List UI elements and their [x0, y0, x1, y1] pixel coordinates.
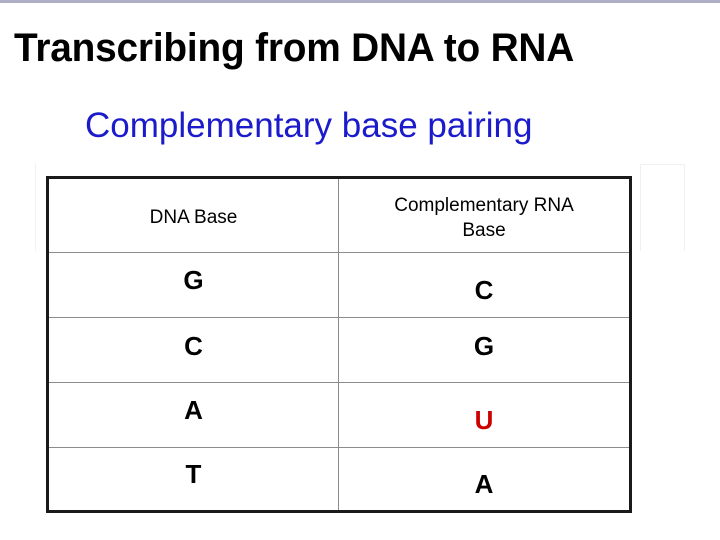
rna-base-value-highlighted: U: [474, 404, 494, 435]
cell-rna-base: U: [338, 382, 631, 448]
table-row: A U: [47, 382, 631, 448]
ghost-placeholder-box: [640, 164, 685, 251]
base-pairing-table: DNA Base Complementary RNA Base G C C: [46, 176, 632, 513]
rna-base-value: A: [474, 468, 494, 499]
cell-rna-base: A: [338, 447, 631, 512]
dna-base-value: A: [184, 394, 203, 425]
cell-rna-base: C: [338, 252, 631, 318]
column-header-rna-base: Complementary RNA Base: [338, 177, 631, 253]
table-row: T A: [47, 447, 631, 512]
cell-dna-base: A: [47, 382, 339, 448]
column-header-rna-base-label-line1: Complementary RNA: [394, 194, 574, 216]
page-title: Transcribing from DNA to RNA: [14, 26, 575, 70]
table-header-row: DNA Base Complementary RNA Base: [47, 177, 631, 253]
top-accent-bar: [0, 0, 720, 3]
page-subtitle: Complementary base pairing: [85, 106, 533, 145]
dna-base-value: G: [183, 264, 204, 295]
rna-base-value: G: [473, 330, 495, 361]
cell-dna-base: G: [47, 252, 339, 318]
table-header: DNA Base Complementary RNA Base: [47, 177, 631, 253]
column-header-rna-base-label-line2: Base: [462, 219, 506, 241]
rna-base-value: C: [474, 274, 494, 305]
table-row: G C: [47, 252, 631, 318]
table-row: C G: [47, 317, 631, 383]
column-header-dna-base: DNA Base: [47, 177, 339, 253]
table-body: G C C G A U: [47, 252, 631, 512]
cell-rna-base: G: [338, 317, 631, 383]
column-header-dna-base-label: DNA Base: [149, 207, 238, 228]
ghost-placeholder-line: [35, 163, 36, 251]
dna-base-value: C: [184, 330, 203, 361]
dna-base-value: T: [185, 458, 202, 489]
cell-dna-base: T: [47, 447, 339, 512]
cell-dna-base: C: [47, 317, 339, 383]
